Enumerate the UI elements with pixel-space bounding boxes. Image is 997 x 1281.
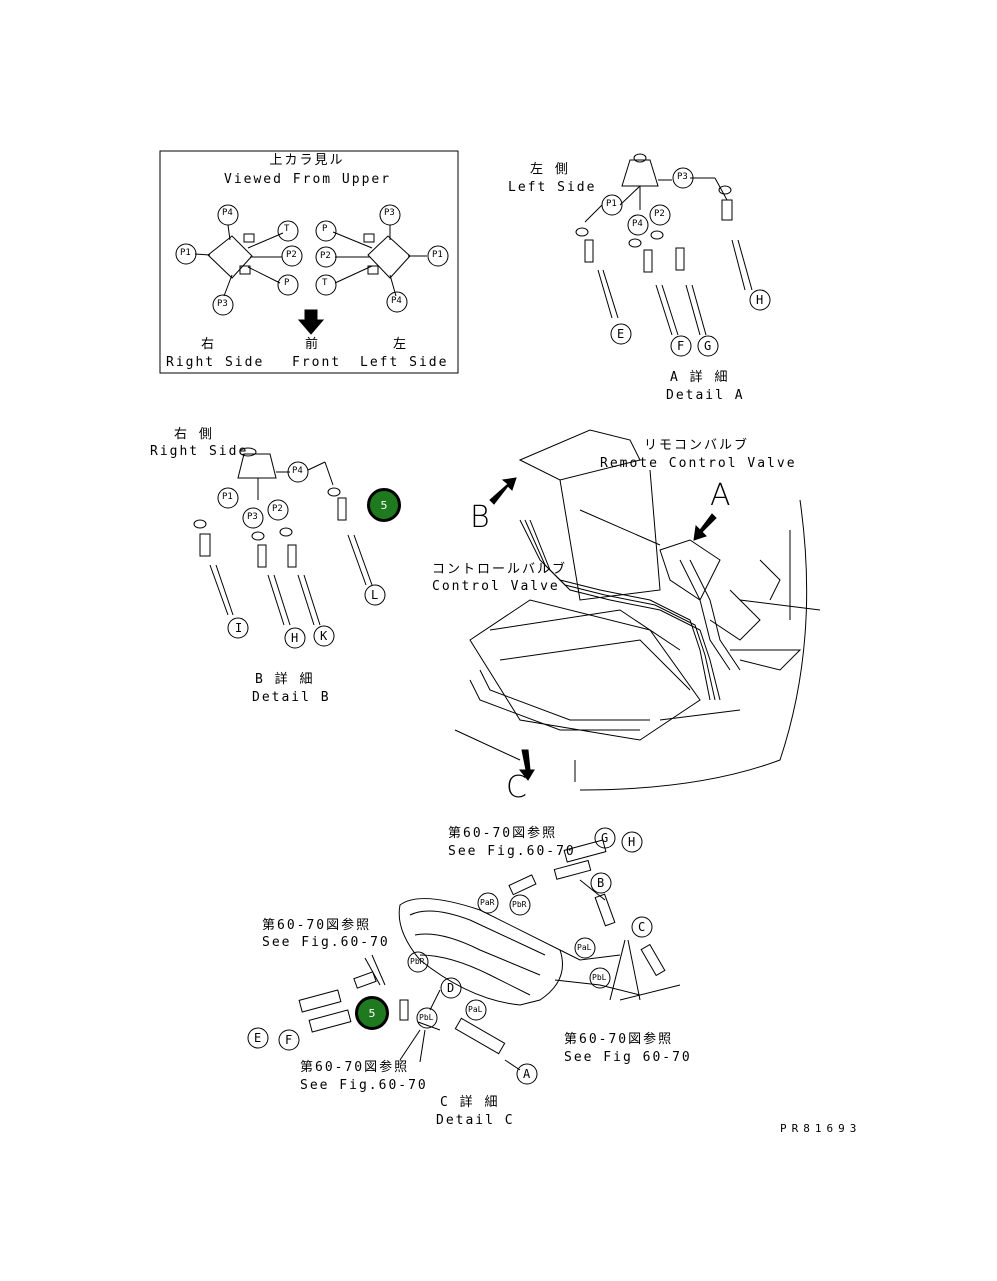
detail-a-title-en: Detail A [666,388,745,403]
detail-c-ref-right-en: See Fig 60-70 [564,1050,692,1065]
view-b-label: B [470,500,490,535]
detail-c-hose-b: B [597,876,608,890]
inset-frame [159,150,459,374]
inset-left-valve [194,224,284,297]
inset-left-port-p1: P1 [180,248,191,258]
inset-right-jp: 右 [201,337,217,352]
machine-overview [454,429,821,791]
inset-left-port-p3: P3 [217,299,228,309]
detail-a-title-jp: A 詳 細 [670,370,730,385]
detail-b-hose-k: K [320,629,331,643]
detail-b-side-en: Right Side [150,444,249,459]
detail-c-port-pal-1: PaL [577,943,592,952]
remote-valve-en: Remote Control Valve [600,456,797,471]
arrow-c [518,749,535,781]
callout-5-detail-b[interactable]: 5 [367,488,401,522]
detail-c-port-pbl-2: PbL [419,1013,434,1022]
detail-b-hose-i: I [235,621,246,635]
detail-a-port-p2: P2 [654,209,665,219]
detail-a-port-p3: P3 [677,172,688,182]
inset-title-en: Viewed From Upper [224,172,392,187]
detail-b-title-en: Detail B [252,690,331,705]
detail-a-hose-f: F [677,339,688,353]
detail-b-drawing [193,447,386,649]
detail-c-ref-bottom-jp: 第60-70図参照 [300,1060,410,1075]
detail-c-port-par-1: PaR [480,898,495,907]
detail-c-port-pbl-1: PbL [592,973,607,982]
detail-a-hose-h: H [756,293,767,307]
detail-a-port-p1: P1 [606,199,617,209]
inset-right-port-p3: P3 [384,208,395,218]
detail-a-port-p4: P4 [632,219,643,229]
detail-a-side-en: Left Side [508,180,597,195]
detail-c-port-circles [247,827,653,1085]
inset-right-valve [332,225,427,297]
view-c-label: C [506,770,527,805]
detail-c-port-pbr-2: PbR [410,957,425,966]
inset-left-en: Left Side [360,355,449,370]
view-a-label: A [710,478,731,513]
detail-c-ref-left-jp: 第60-70図参照 [262,918,372,933]
inset-front-en: Front [292,355,342,370]
control-valve-jp: コントロールバルブ [432,562,568,577]
inset-right-port-p2: P2 [320,251,331,261]
detail-b-port-p3: P3 [247,512,258,522]
part-id: PR81693 [780,1122,862,1135]
inset-left-port-t: T [284,224,290,234]
inset-front-jp: 前 [305,337,321,352]
detail-b-hose-l: L [371,588,382,602]
detail-a-hose-g: G [704,339,715,353]
inset-title-jp: 上カラ見ル [269,153,345,168]
inset-right-port-p: P [322,224,328,234]
detail-a-drawing [575,153,771,357]
front-arrow [297,309,325,335]
detail-c-title-jp: C 詳 細 [440,1095,500,1110]
detail-c-port-pbr-1: PbR [512,900,527,909]
detail-c-hose-f: F [285,1033,296,1047]
detail-b-hose-h: H [291,631,302,645]
detail-a-hose-e: E [617,327,628,341]
detail-c-hose-h: H [628,835,639,849]
detail-b-side-jp: 右 側 [174,427,214,442]
arrow-a [693,513,717,541]
inset-left-port-p: P [284,278,290,288]
detail-c-hose-e: E [254,1031,265,1045]
detail-b-port-p1: P1 [222,492,233,502]
callout-5-detail-c[interactable]: 5 [355,996,389,1030]
detail-a-side-jp: 左 側 [530,162,570,177]
detail-c-ref-left-en: See Fig.60-70 [262,935,390,950]
inset-right-port-p4: P4 [391,296,402,306]
inset-left-port-p4: P4 [222,208,233,218]
detail-b-port-p4: P4 [292,466,303,476]
inset-right-port-p1: P1 [432,250,443,260]
detail-c-port-pal-2: PaL [468,1005,483,1014]
detail-c-hose-a: A [523,1067,534,1081]
detail-b-title-jp: B 詳 細 [255,672,315,687]
inset-left-port-p2: P2 [286,250,297,260]
detail-c-title-en: Detail C [436,1113,515,1128]
detail-c-hose-g: G [601,831,612,845]
inset-port-circles [175,204,449,316]
detail-b-port-p2: P2 [272,504,283,514]
remote-valve-jp: リモコンバルブ [644,438,750,453]
arrow-b [489,477,517,505]
detail-c-ref-top-en: See Fig.60-70 [448,844,576,859]
detail-c-hose-c: C [638,920,649,934]
control-valve-en: Control Valve [432,579,560,594]
inset-right-port-t: T [322,278,328,288]
detail-c-hose-d: D [447,981,458,995]
detail-c-ref-top-jp: 第60-70図参照 [448,826,558,841]
detail-c-drawing [298,839,681,1071]
inset-right-en: Right Side [166,355,265,370]
detail-c-ref-bottom-en: See Fig.60-70 [300,1078,428,1093]
inset-left-jp: 左 [393,337,409,352]
detail-c-ref-right-jp: 第60-70図参照 [564,1032,674,1047]
